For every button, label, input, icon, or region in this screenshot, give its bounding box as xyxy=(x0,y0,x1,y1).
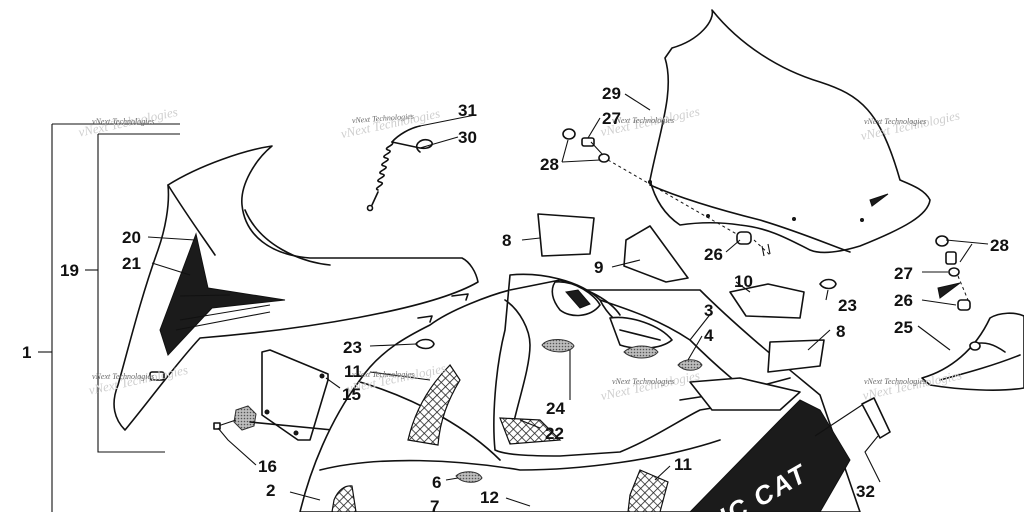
label-11-left: 11 xyxy=(344,362,362,381)
watermark-2: vNext Technologies xyxy=(352,112,415,125)
hood-vent-left xyxy=(407,364,461,446)
loose-decals xyxy=(415,213,891,439)
watermark-1: vNext Technologies xyxy=(92,117,154,126)
label-25: 25 xyxy=(894,318,913,337)
label-8-right: 8 xyxy=(836,322,845,341)
label-9: 9 xyxy=(594,258,603,277)
label-27-top: 27 xyxy=(602,109,621,128)
grommet-23-left xyxy=(415,338,435,350)
label-19: 19 xyxy=(60,261,79,280)
label-24: 24 xyxy=(546,399,565,418)
label-30: 30 xyxy=(458,128,477,147)
label-27-right: 27 xyxy=(894,264,913,283)
label-22: 22 xyxy=(545,424,564,443)
label-3: 3 xyxy=(704,301,713,320)
decal-8-right xyxy=(767,339,825,373)
watermark-7: vNext Technologies xyxy=(612,377,674,386)
hood-decal-6 xyxy=(455,471,483,483)
label-4: 4 xyxy=(704,326,714,345)
console xyxy=(493,273,791,457)
label-15: 15 xyxy=(342,385,361,404)
side-panel-decal xyxy=(159,232,286,356)
label-26-center: 26 xyxy=(704,245,723,264)
watermark-4: vNext Technologies xyxy=(864,117,926,126)
label-7: 7 xyxy=(430,497,439,512)
clip-32 xyxy=(861,397,891,439)
label-11-right: 11 xyxy=(674,455,692,474)
spring-cable xyxy=(366,125,433,212)
label-12: 12 xyxy=(480,488,499,507)
label-29: 29 xyxy=(602,84,621,103)
watermark-5: vNext Technologies xyxy=(92,372,154,381)
label-2: 2 xyxy=(266,481,275,500)
label-8-top: 8 xyxy=(502,231,511,250)
label-6: 6 xyxy=(432,473,441,492)
label-10: 10 xyxy=(734,272,753,291)
assembly-brackets xyxy=(38,123,180,512)
watermark-3: vNext Technologies xyxy=(612,116,674,125)
hood-decal xyxy=(689,399,851,512)
decal-8-top xyxy=(537,213,595,257)
label-21: 21 xyxy=(122,254,141,273)
watermark-8: vNext Technologies xyxy=(864,377,926,386)
label-16: 16 xyxy=(258,457,277,476)
windshield xyxy=(648,9,931,254)
grommet-23-right xyxy=(819,278,837,290)
windshield-hardware-right xyxy=(935,235,971,311)
label-28-right: 28 xyxy=(990,236,1009,255)
side-panel xyxy=(113,145,479,431)
windshield-hardware-left xyxy=(562,128,741,237)
hood-vent-lower-left xyxy=(331,485,357,512)
label-23-center: 23 xyxy=(838,296,857,315)
label-26-right: 26 xyxy=(894,291,913,310)
console-vent xyxy=(499,417,562,445)
label-31: 31 xyxy=(458,101,477,120)
decal-10 xyxy=(729,283,805,319)
windshield-hardware-center xyxy=(736,231,771,257)
hand-guard xyxy=(921,312,1024,391)
label-20: 20 xyxy=(122,228,141,247)
decal-9 xyxy=(623,225,689,283)
part-labels: 1 2 3 4 6 7 8 8 9 10 11 11 12 15 16 19 2… xyxy=(22,84,1009,512)
leader-lines xyxy=(147,93,989,507)
label-1: 1 xyxy=(22,343,31,362)
hood-rear-panel xyxy=(689,377,801,411)
label-32: 32 xyxy=(856,482,875,501)
label-28-top: 28 xyxy=(540,155,559,174)
hood-vent-right xyxy=(627,469,669,512)
watermark-6: vNext Technologies xyxy=(352,370,414,379)
label-23-left: 23 xyxy=(343,338,362,357)
